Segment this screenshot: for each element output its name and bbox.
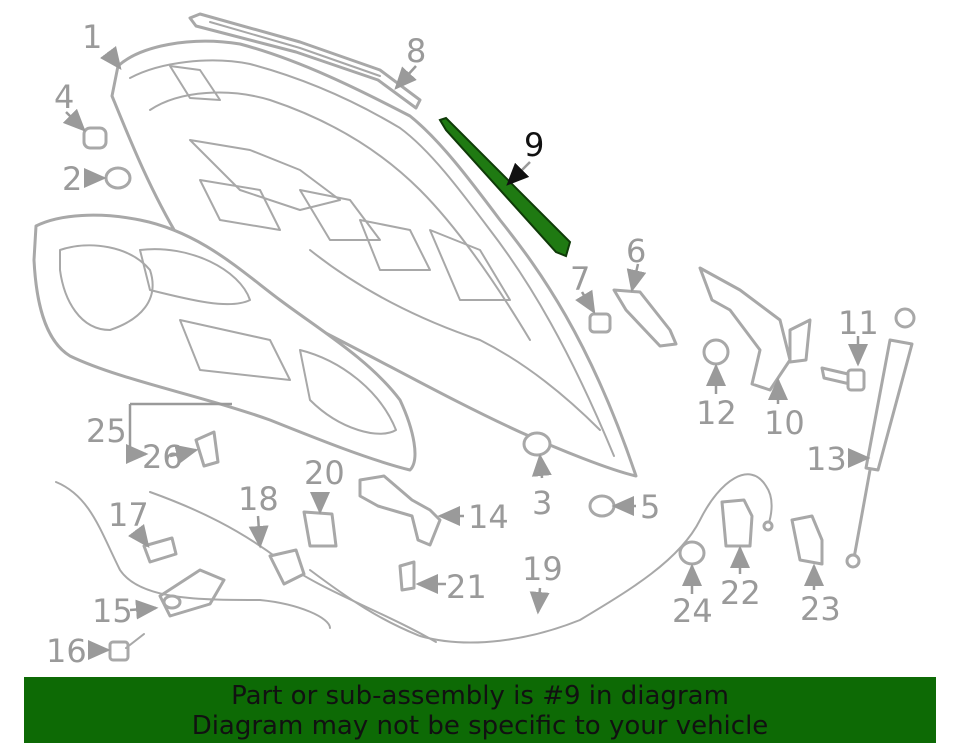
callout-13: 13 [806, 440, 847, 478]
part-13-gas-strut [845, 307, 916, 569]
callout-14: 14 [468, 498, 509, 536]
callout-1: 1 [82, 18, 102, 56]
callout-2: 2 [62, 160, 82, 198]
callout-23: 23 [800, 590, 841, 628]
part-16-bolt [108, 633, 145, 662]
callout-labels: 1 4 2 8 9 7 6 11 12 10 13 3 5 14 20 18 1… [46, 18, 879, 670]
part-20-clip [302, 510, 338, 548]
info-banner: Part or sub-assembly is #9 in diagram Di… [24, 677, 936, 743]
part-6-bracket [612, 288, 678, 348]
callout-12: 12 [696, 394, 737, 432]
callout-24: 24 [672, 592, 713, 630]
part-19-cable [309, 473, 774, 644]
callout-3: 3 [532, 484, 552, 522]
banner-line-2: Diagram may not be specific to your vehi… [191, 711, 769, 741]
callout-7: 7 [570, 260, 590, 298]
callout-20: 20 [304, 454, 345, 492]
callout-26: 26 [142, 438, 183, 476]
callout-15: 15 [92, 592, 133, 630]
callout-19: 19 [522, 550, 563, 588]
part-7-nut [588, 312, 612, 334]
callout-6: 6 [626, 232, 646, 270]
part-2-grommet [104, 166, 132, 190]
callout-22: 22 [720, 574, 761, 612]
part-21-clip [398, 560, 416, 592]
callout-11: 11 [838, 304, 879, 342]
part-22-latch-bracket [720, 498, 754, 548]
callout-21: 21 [446, 568, 487, 606]
callout-25: 25 [86, 412, 127, 450]
callout-16: 16 [46, 632, 87, 670]
part-25-insulator [32, 213, 417, 472]
callout-4: 4 [54, 78, 74, 116]
callout-5: 5 [640, 488, 660, 526]
part-15-lever [158, 568, 226, 618]
part-14-latch-housing [358, 474, 442, 547]
part-9-highlighted-strip [438, 116, 572, 258]
part-3-bumper [522, 431, 552, 457]
part-26-bracket [194, 430, 220, 468]
part-5-bumper [588, 494, 616, 518]
part-18-cable [55, 481, 437, 643]
callout-9: 9 [524, 126, 544, 164]
callout-18: 18 [238, 480, 279, 518]
part-8-seal-strip [188, 12, 422, 110]
part-23-bracket [790, 514, 824, 566]
part-4-bumper [82, 126, 108, 150]
callout-17: 17 [108, 496, 149, 534]
callout-8: 8 [406, 32, 426, 70]
part-11-bolt [820, 366, 866, 392]
part-17-clip [142, 536, 178, 564]
part-10-hinge [698, 266, 812, 392]
leader-lines [62, 46, 871, 660]
banner-line-1: Part or sub-assembly is #9 in diagram [231, 681, 729, 711]
callout-10: 10 [764, 404, 805, 442]
part-1-hood-panel [110, 39, 638, 478]
part-12-bushing [702, 338, 730, 366]
